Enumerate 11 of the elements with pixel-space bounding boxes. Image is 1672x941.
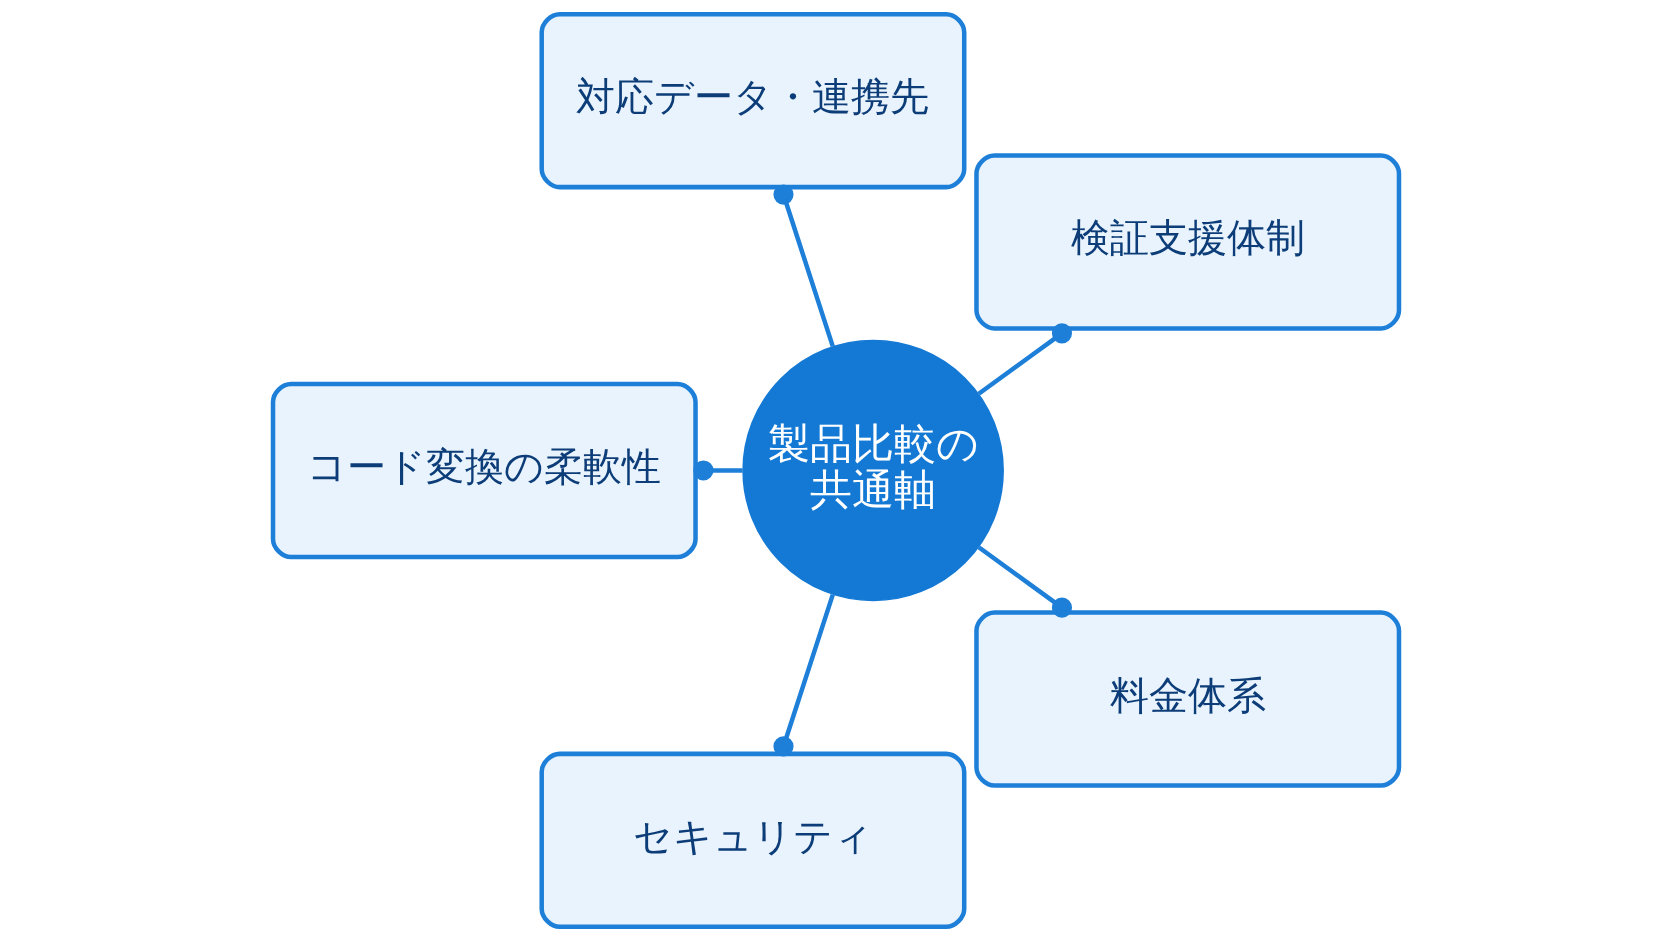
node-box: コード変換の柔軟性	[270, 381, 698, 560]
connector	[977, 323, 1073, 396]
node-box: 料金体系	[974, 610, 1402, 788]
connector	[693, 460, 743, 481]
connector	[773, 593, 835, 757]
node-circle: 製品比較の共通軸	[742, 339, 1004, 602]
node-box: 検証支援体制	[974, 153, 1402, 331]
connector	[773, 184, 835, 348]
node-box: セキュリティ	[539, 751, 967, 930]
node-box: 対応データ・連携先	[539, 11, 967, 190]
connector	[977, 545, 1073, 618]
